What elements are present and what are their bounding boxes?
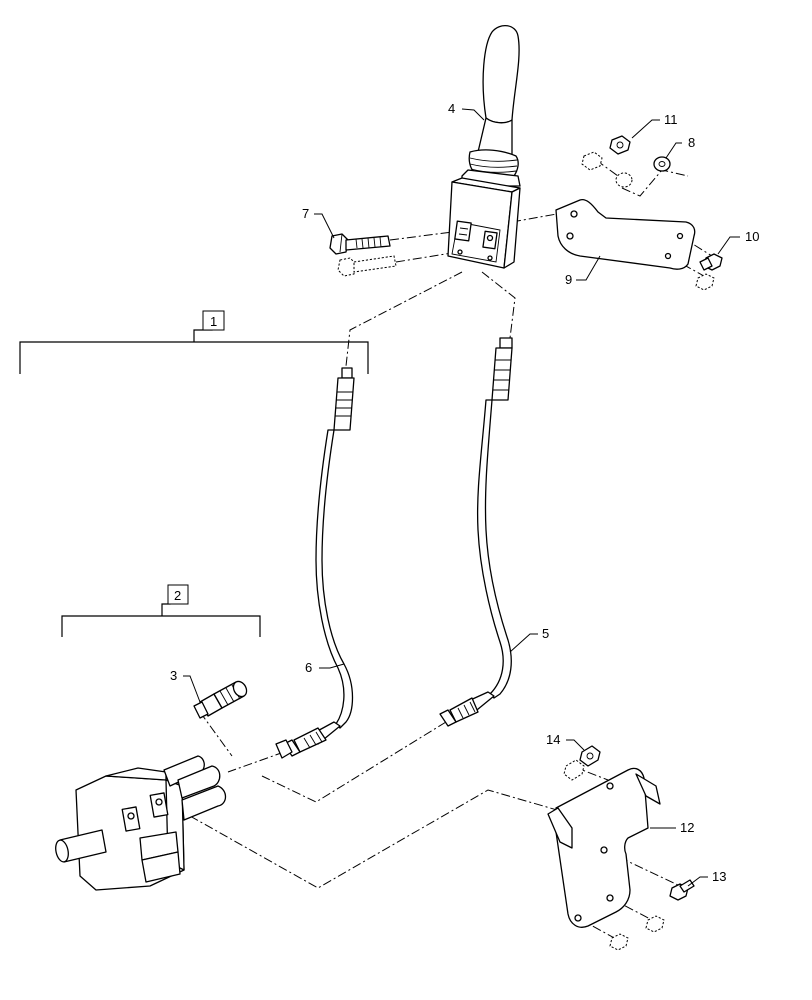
callout-10: 10	[745, 229, 759, 244]
callout-6: 6	[305, 660, 312, 675]
screw-13-ghost-b	[609, 933, 629, 951]
mounting-plate-12	[547, 767, 661, 928]
screw-13	[669, 879, 695, 901]
callout-8: 8	[688, 135, 695, 150]
callout-3: 3	[170, 668, 177, 683]
leader-lines	[183, 108, 740, 887]
bolt-7-ghost	[337, 255, 397, 277]
callout-9: 9	[565, 272, 572, 287]
reference-bracket-2	[61, 584, 261, 637]
reference-bracket-1	[19, 310, 369, 374]
cable-5	[439, 337, 513, 727]
callout-7: 7	[302, 206, 309, 221]
nut-14	[579, 745, 601, 767]
joystick-assembly	[447, 25, 521, 269]
washer-8	[653, 156, 671, 172]
screw-10	[699, 253, 723, 271]
callout-11: 11	[664, 112, 678, 127]
cable-6	[275, 367, 355, 759]
callout-box-1	[202, 310, 225, 331]
bolt-7	[329, 233, 391, 255]
control-valve-block	[55, 755, 227, 891]
callout-14: 14	[546, 732, 560, 747]
callout-5: 5	[542, 626, 549, 641]
nut-11	[609, 135, 631, 155]
callout-12: 12	[680, 820, 694, 835]
screw-10-ghost	[695, 273, 715, 291]
callout-2: 2	[174, 588, 181, 603]
screw-13-ghost-a	[645, 915, 665, 933]
callout-1: 1	[210, 314, 217, 329]
bracket-9	[555, 198, 696, 270]
nut-ghost	[581, 151, 603, 171]
valve-fitting-3	[193, 680, 248, 719]
washer-ghost	[615, 172, 633, 188]
nut-14-ghost	[563, 759, 585, 781]
callout-box-2	[167, 584, 189, 605]
callout-13: 13	[712, 869, 726, 884]
callout-4: 4	[448, 101, 455, 116]
callout-labels: 1 2 3 4 5 6 7 8 9 10 11 12 13 14	[170, 101, 759, 884]
